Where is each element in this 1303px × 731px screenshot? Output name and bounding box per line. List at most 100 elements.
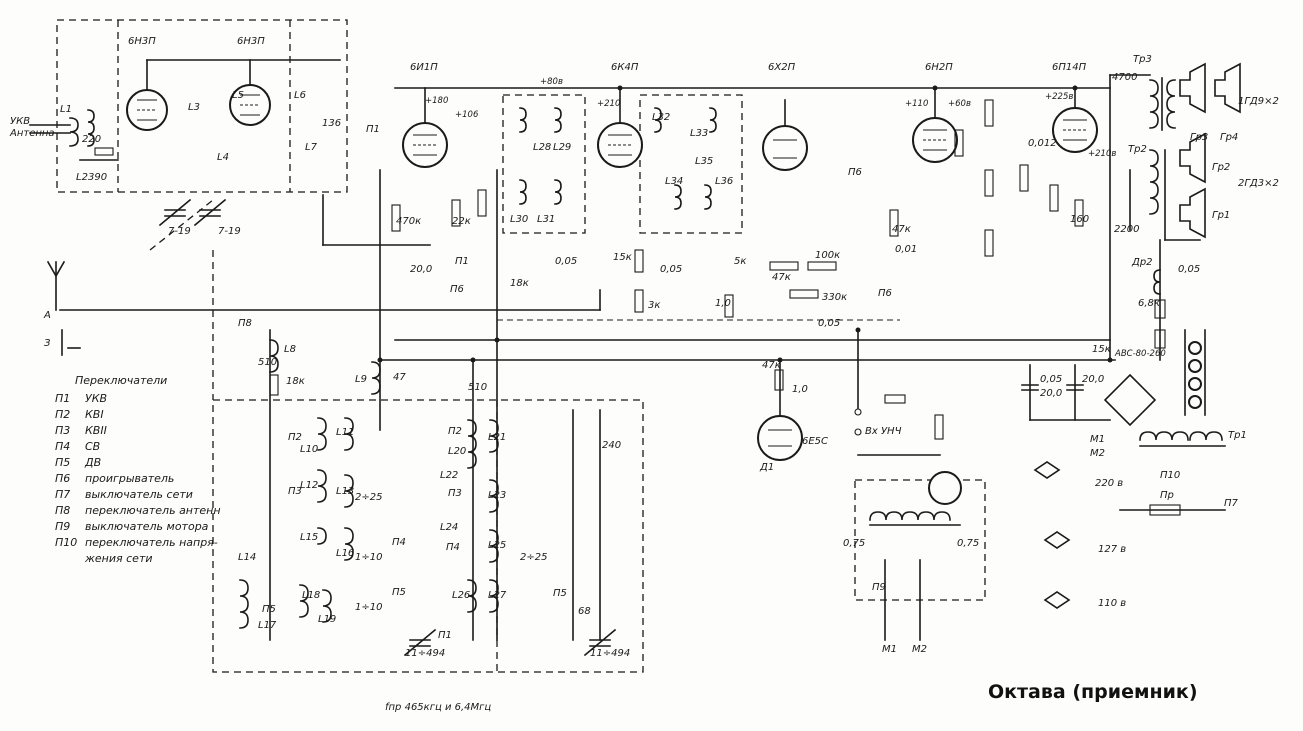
antenna-a-label: А [43,310,51,321]
p7-label: П7 [1224,498,1239,509]
tuning-link [149,199,214,251]
junction [494,337,500,343]
gr1-label: Гр1 [1212,210,1230,221]
motor-m1-label: М1 [1090,434,1105,445]
tube-label-v3: 6И1П [410,62,438,73]
if-filter-shield [502,94,586,234]
r470k-label: 470к [396,216,421,227]
l36-coil [704,184,712,210]
l33-label: L33 [690,128,708,139]
c47-label: 47 [393,372,406,383]
r1-0-c [724,294,734,318]
c0-75-label: 0,75 [957,538,979,549]
ground-label: З [44,338,51,349]
r18k [269,374,279,396]
r15k [1154,329,1166,349]
c2200-label: 2200 [1114,224,1139,235]
c20-0-label: 20,0 [410,264,432,275]
r330k-label: 330к [822,292,847,303]
junction [617,85,623,91]
legend-code: П10 [55,536,77,549]
legend-code: П5 [55,456,70,469]
r47k-c [984,229,994,257]
voltage-selector-127 [1043,531,1071,549]
speaker-gr3-icon [1179,62,1206,114]
l20-label: L20 [448,446,466,457]
tr1-label: Тр1 [1228,430,1247,441]
l33-coil [709,107,717,133]
l14-label: L14 [238,552,256,563]
r15k-if-label: 15к [613,252,632,263]
speaker-gr1-icon [1179,187,1206,239]
p4-label: П4 [446,542,460,553]
legend-code: П7 [55,488,70,501]
motor-m2-bottom: М2 [912,644,927,655]
p8-label: П8 [238,318,252,329]
phono-jack[interactable] [854,408,862,416]
r1-0-phono [934,414,944,440]
l4-label: L4 [217,152,229,163]
legend-text: ДВ [84,456,101,469]
c2-25-label: 2÷25 [520,552,547,563]
c390-label: 390 [88,172,107,183]
antenna-icon [46,260,66,278]
legend-text: выключатель мотора [85,520,209,533]
r220-label: 220 [82,134,101,145]
antenna-ukv-label: УКВ [10,116,30,127]
p9-label: П9 [872,582,886,593]
p1-label: П1 [366,124,380,135]
spk-1gd-label: 1ГД9×2 [1238,96,1279,107]
phono-jack[interactable] [854,428,862,436]
tube-label-v2: 6Н3П [237,36,265,47]
l17-label: L17 [258,620,277,631]
l12-coil [317,469,327,503]
l28-coil [519,107,527,133]
c0-01-label: 0,01 [895,244,917,255]
c510-label: 510 [468,382,487,393]
p3-label: П3 [288,486,302,497]
c11-494-label: 11÷494 [590,648,630,659]
l15-coil [317,527,327,545]
legend-text: переключатель напря- [85,536,218,549]
r15k-b [954,129,964,157]
ukv-block-shield [56,19,348,193]
legend-text: УКВ [85,392,107,405]
legend-code: П6 [55,472,70,485]
p2-label: П2 [288,432,302,443]
p2-label: П2 [448,426,462,437]
l26-coil [467,579,477,613]
voltage-label: +225в [1045,92,1073,102]
fuse [1149,504,1181,516]
r47k-ind [774,369,784,391]
p3-label: П3 [448,488,462,499]
varcap-7-19 [158,198,227,227]
l21-label: L21 [488,432,506,443]
r100k-b [1019,164,1029,192]
l22-label: L22 [440,470,458,481]
r47k-ind-label: 47к [762,360,781,371]
antenna-word-label: Антенна [9,128,55,139]
r47k-label: 47к [772,272,791,283]
tr2-label: Тр2 [1128,144,1147,155]
c0-05-out-label: 0,05 [1178,264,1200,275]
r47k-b-label: 47к [892,224,911,235]
l1-coil [69,117,79,147]
legend-heading: Переключатели [75,374,167,387]
tr3-secondary [1166,79,1176,129]
r6-8k-label: 6,8к [1138,298,1160,309]
p5-label: П5 [553,588,567,599]
l15-label: L15 [300,532,318,543]
l1-label: L1 [60,104,72,115]
r18k-label: 18к [286,376,305,387]
c136-label: 136 [322,118,341,129]
voltage-label: +210в [1088,149,1116,159]
voltage-selector-110 [1043,591,1071,609]
r22k-b [477,189,487,217]
l18-label: L18 [302,590,320,601]
v220-label: 220 в [1095,478,1123,489]
p1-label: П1 [455,256,469,267]
tube-v4-6k4p [597,122,643,168]
c0-03-label: 0,05 [818,318,840,329]
voltage-selector-220 [1033,461,1061,479]
tube-v1-6n3p [126,89,168,131]
